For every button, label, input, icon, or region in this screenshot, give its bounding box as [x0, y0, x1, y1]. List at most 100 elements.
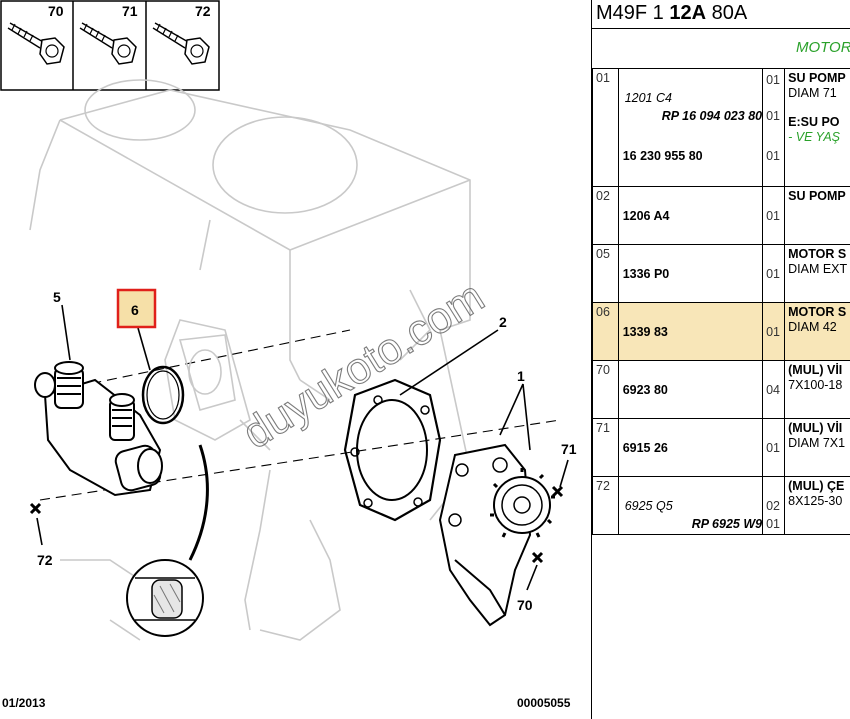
- footer-date: 01/2013: [2, 696, 46, 710]
- row-index: 72: [592, 476, 619, 535]
- description-text: DIAM 71: [788, 86, 837, 100]
- description-text: DIAM EXT: [788, 262, 848, 276]
- quantity-value: 01: [766, 325, 780, 339]
- callout-1[interactable]: 1: [517, 368, 525, 384]
- reference-number: 1201 C4: [624, 91, 672, 105]
- row-index: 70: [592, 360, 619, 419]
- quantity-value: 01: [766, 149, 780, 163]
- description-text: - VE YAŞ: [788, 130, 841, 144]
- row-reference: 6923 80: [617, 360, 764, 419]
- assembly-axis-2: [59, 329, 351, 391]
- quantity-value: 02: [766, 499, 780, 513]
- row-quantity: 01 01 01: [762, 68, 786, 187]
- pump-gasket-part-2[interactable]: [343, 378, 442, 522]
- description-text: DIAM 7X1: [788, 436, 846, 450]
- callout-71[interactable]: 71: [561, 441, 577, 457]
- row-description: SU POMP: [784, 186, 850, 245]
- reference-number: 16 230 955 80: [622, 149, 703, 163]
- engine-block-outline: [29, 79, 471, 641]
- description-text: (MUL) VİI: [788, 421, 843, 435]
- bolt-marker-70: [531, 551, 544, 564]
- quantity-value: 01: [766, 267, 780, 281]
- quantity-value: 01: [766, 109, 780, 123]
- reference-number: RP 6925 W9: [691, 517, 763, 531]
- description-text: (MUL) VİI: [788, 363, 843, 377]
- description-text: 7X100-18: [788, 378, 843, 392]
- description-text: MOTOR S: [788, 247, 847, 261]
- description-text: 8X125-30: [788, 494, 843, 508]
- reference-code: M49F 1 12A 80A: [596, 2, 747, 25]
- ref-part-b: 12A: [669, 2, 707, 24]
- row-index: 71: [592, 418, 619, 477]
- description-text: DIAM 42: [788, 320, 837, 334]
- callout-6[interactable]: 6: [131, 302, 139, 318]
- reference-number: 6923 80: [622, 383, 668, 397]
- row-index: 05: [592, 244, 619, 303]
- quantity-value: 01: [766, 209, 780, 223]
- ref-part-a: M49F 1: [596, 2, 670, 24]
- bolt-marker-71: [551, 485, 564, 498]
- section-title: MOTOR: [796, 39, 850, 56]
- quantity-value: 01: [766, 517, 780, 531]
- section-header: MOTOR: [592, 28, 850, 69]
- gasket-flange: [178, 334, 236, 411]
- reference-number: 6925 Q5: [624, 499, 673, 513]
- description-text: SU POMP: [788, 189, 846, 203]
- quantity-value: 04: [766, 383, 780, 397]
- ref-part-c: 80A: [706, 2, 748, 24]
- seal-ring-part-6[interactable]: [141, 365, 185, 425]
- watermark-text: duyukoto.com: [234, 272, 492, 459]
- row-quantity: 01: [762, 244, 786, 303]
- outlet-housing-part-5[interactable]: [34, 361, 163, 497]
- description-text: MOTOR S: [788, 305, 847, 319]
- reference-number: 1336 P0: [622, 267, 670, 281]
- callout-6-highlight[interactable]: [116, 288, 157, 329]
- row-reference: 6915 26: [617, 418, 764, 477]
- screw-70-icon[interactable]: 70: [7, 3, 65, 65]
- screw-legend: 70 71 72: [0, 0, 220, 91]
- quantity-value: 01: [766, 441, 780, 455]
- row-quantity: 01: [762, 302, 786, 361]
- callout-2[interactable]: 2: [499, 314, 507, 330]
- bolt-marker-72: [29, 502, 42, 515]
- row-index: 06: [592, 302, 619, 361]
- seal-detail-inset: [126, 444, 209, 637]
- row-reference: 1201 C4 RP 16 094 023 80 16 230 955 80: [617, 68, 764, 187]
- row-quantity: 01: [762, 418, 786, 477]
- screw-72-icon[interactable]: 72: [152, 3, 211, 65]
- reference-number: RP 16 094 023 80: [661, 109, 763, 123]
- row-index: 01: [592, 68, 619, 187]
- callout-5[interactable]: 5: [53, 289, 61, 305]
- screw-71-label: 71: [122, 3, 138, 19]
- reference-number: 6915 26: [622, 441, 668, 455]
- quantity-value: 01: [766, 73, 780, 87]
- callout-72[interactable]: 72: [37, 552, 53, 568]
- row-reference: 1336 P0: [617, 244, 764, 303]
- exploded-parts-diagram: 70 71 72: [0, 0, 577, 710]
- row-quantity: 01: [762, 186, 786, 245]
- screw-70-label: 70: [48, 3, 64, 19]
- row-reference: 1206 A4: [617, 186, 764, 245]
- callout-70[interactable]: 70: [517, 597, 533, 613]
- row-quantity: 04: [762, 360, 786, 419]
- description-text: SU POMP: [788, 71, 846, 85]
- water-pump-part-1[interactable]: [438, 443, 555, 627]
- row-reference: 1339 83: [617, 302, 764, 361]
- description-text: (MUL) ÇE: [788, 479, 845, 493]
- screw-71-icon[interactable]: 71: [79, 3, 138, 65]
